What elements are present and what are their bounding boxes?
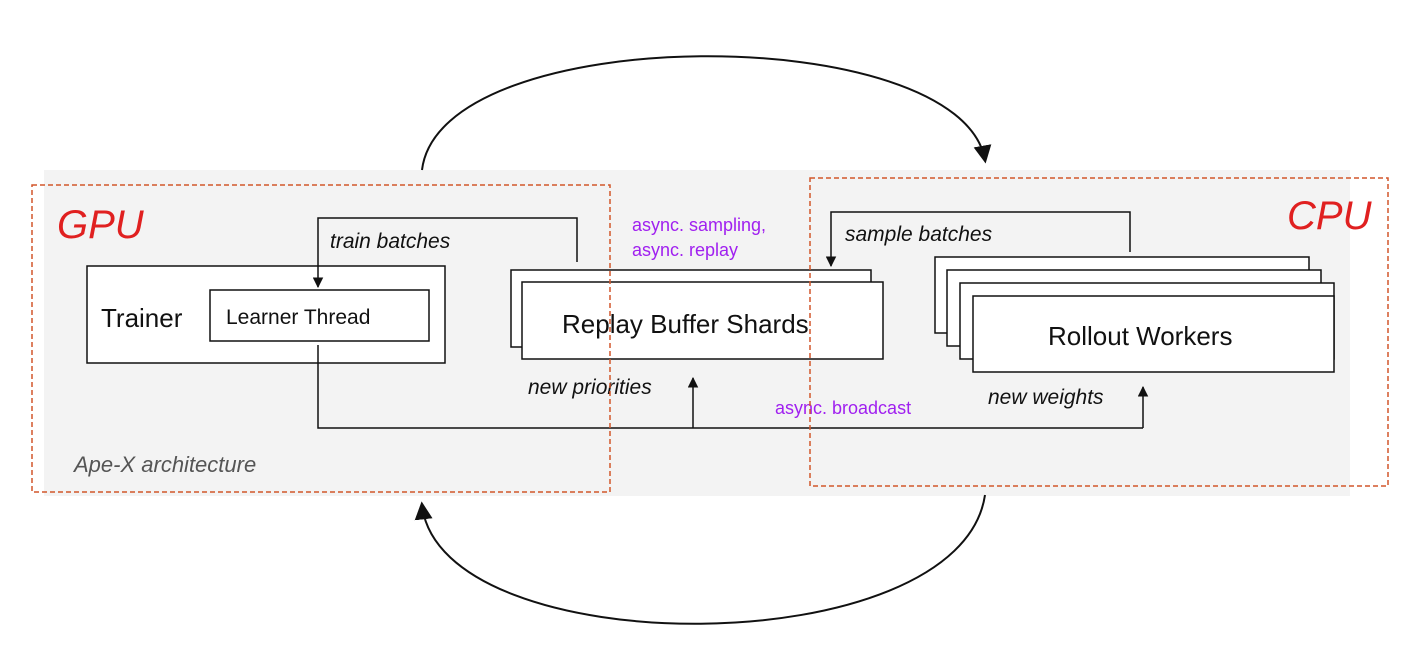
async-replay-label: async. replay [632,240,738,260]
sample-batches-arrow [825,211,1131,268]
cpu-region-border [809,177,1389,487]
sample-batches-label: sample batches [845,223,993,246]
caption-label: Ape-X architecture [72,452,256,477]
top-cycle-arrow [421,55,992,171]
learner-thread-label: Learner Thread [226,306,370,329]
new-weights-label: new weights [988,386,1104,409]
async-broadcast-label: async. broadcast [775,398,911,418]
trainer-label: Trainer [101,303,183,333]
rollout-worker-box-4 [972,295,1335,373]
new-priorities-label: new priorities [528,376,652,399]
train-batches-arrow [312,217,578,289]
replay-buffer-shards-label: Replay Buffer Shards [562,309,809,339]
replay-buffer-shard-front [521,281,884,360]
bottom-cycle-arrow [414,494,986,625]
broadcast-line [317,345,1143,429]
train-batches-label: train batches [330,230,451,253]
async-sampling-label: async. sampling, [632,215,766,235]
gpu-region-border [31,184,611,493]
rollout-workers-label: Rollout Workers [1048,321,1232,351]
gpu-region-label: GPU [57,203,145,247]
cpu-region-label: CPU [1287,194,1373,238]
learner-thread-box [209,289,430,342]
